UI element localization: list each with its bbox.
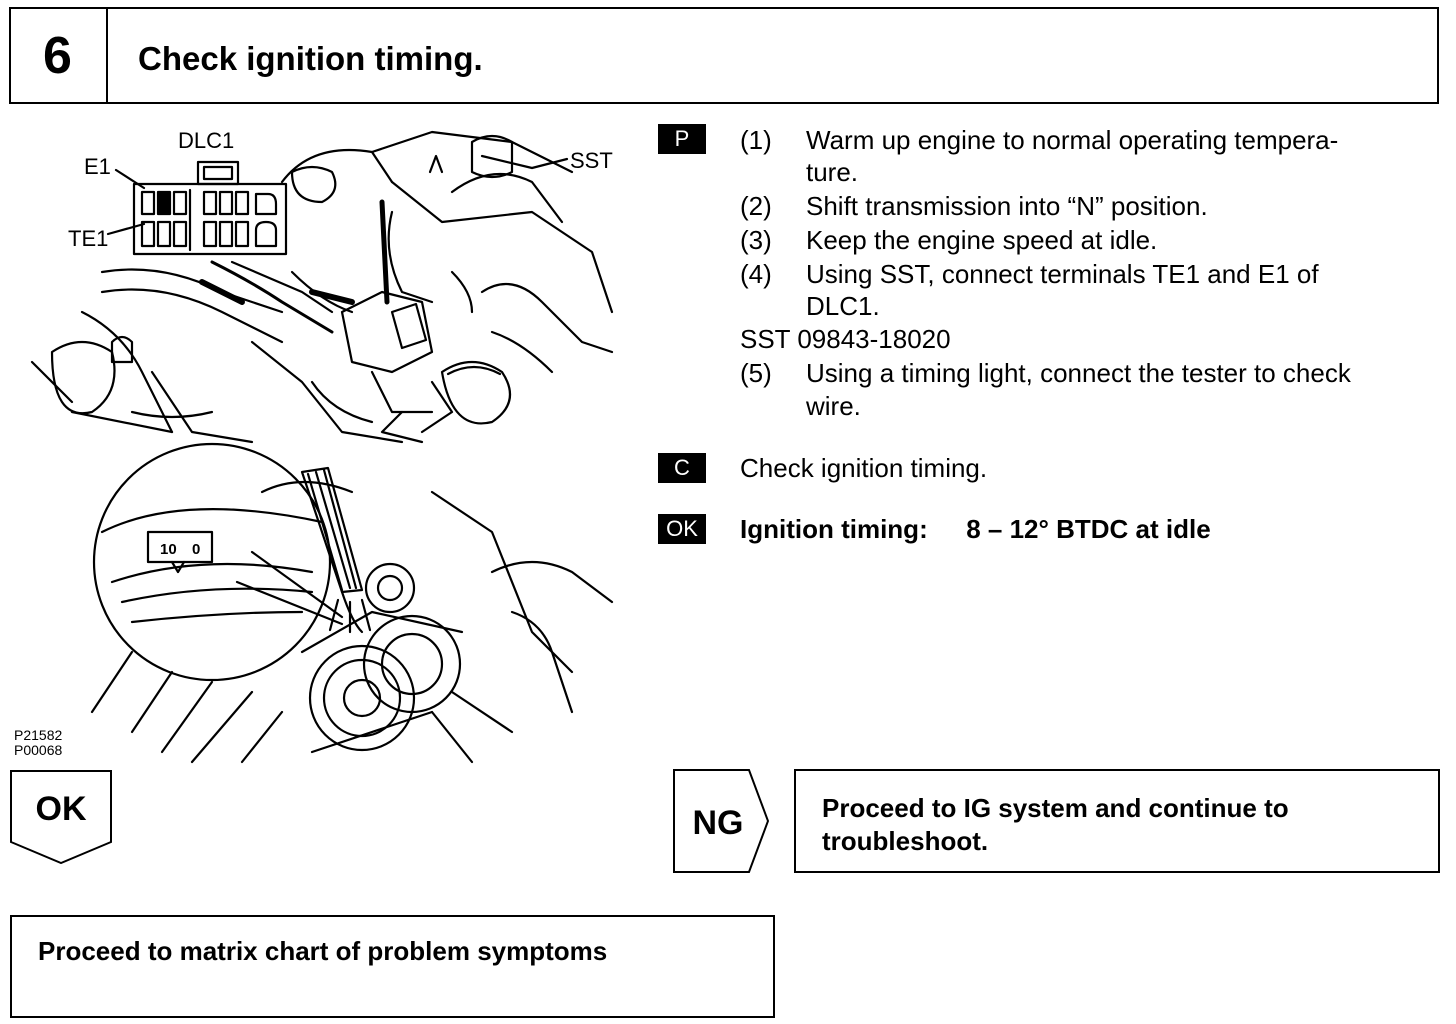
step-5: (5) Using a timing light, connect the tes… [740,357,1440,390]
procedure-tag: P [658,124,706,154]
ng-result-badge [673,769,769,873]
step-5-num: (5) [740,358,772,388]
e1-label: E1 [84,154,111,179]
step-4-num: (4) [740,259,772,289]
ok-result-text: Proceed to matrix chart of problem sympt… [38,936,608,966]
ng-result-line-1: Proceed to IG system and continue to [822,793,1289,823]
spec-line: Ignition timing: 8 – 12° BTDC at idle [740,514,1211,545]
check-text: Check ignition timing. [740,453,988,483]
step-4-text: Using SST, connect terminals TE1 and E1 … [806,259,1319,289]
ok-result-badge [10,770,112,864]
figure-code-2: P00068 [14,742,63,758]
ok-result-box [10,915,775,1018]
step-1: (1) Warm up engine to normal operating te… [740,124,1440,157]
step-number: 6 [9,7,108,104]
timing-mark-0: 0 [192,541,200,558]
dlc1-label: DLC1 [178,128,234,153]
ng-badge-label: NG [692,804,744,842]
timing-mark-inset [92,442,332,682]
step-5-text: Using a timing light, connect the tester… [806,358,1351,388]
ng-result-text: Proceed to IG system and continue to tro… [822,792,1422,858]
step-title: Check ignition timing. [138,40,483,77]
sst-part-number: SST 09843-18020 [740,324,951,354]
step-header [9,7,1439,104]
step-2-num: (2) [740,191,772,221]
step-3: (3) Keep the engine speed at idle. [740,224,1440,257]
spec-value: 8 – 12° BTDC at idle [966,514,1211,544]
step-2: (2) Shift transmission into “N” position. [740,190,1440,223]
ng-result-line-2: troubleshoot. [822,826,989,856]
ng-result-box [794,769,1440,873]
step-5-cont: wire. [806,391,861,421]
step-1-text: Warm up engine to normal operating tempe… [806,125,1339,155]
step-4: (4) Using SST, connect terminals TE1 and … [740,258,1440,291]
spec-tag: OK [658,514,706,544]
step-3-text: Keep the engine speed at idle. [806,225,1158,255]
step-3-num: (3) [740,225,772,255]
sst-label: SST [570,148,613,173]
sst-connector [340,290,434,374]
timing-light [300,466,364,594]
timing-mark-10: 10 [160,541,177,558]
crankshaft-pulley [308,644,416,752]
te1-label: TE1 [68,226,108,251]
engine-illustration: DLC1 E1 TE1 SST 10 0 [30,128,614,764]
step-1-cont: ture. [806,157,859,187]
figure-code: P21582 P00068 [14,728,62,758]
spec-label: Ignition timing: [740,514,928,544]
step-1-num: (1) [740,125,772,155]
figure-code-1: P21582 [14,727,63,743]
step-4-cont: DLC1. [806,291,880,321]
check-tag: C [658,453,706,483]
ok-badge-label: OK [35,790,87,828]
step-2-text: Shift transmission into “N” position. [806,191,1208,221]
